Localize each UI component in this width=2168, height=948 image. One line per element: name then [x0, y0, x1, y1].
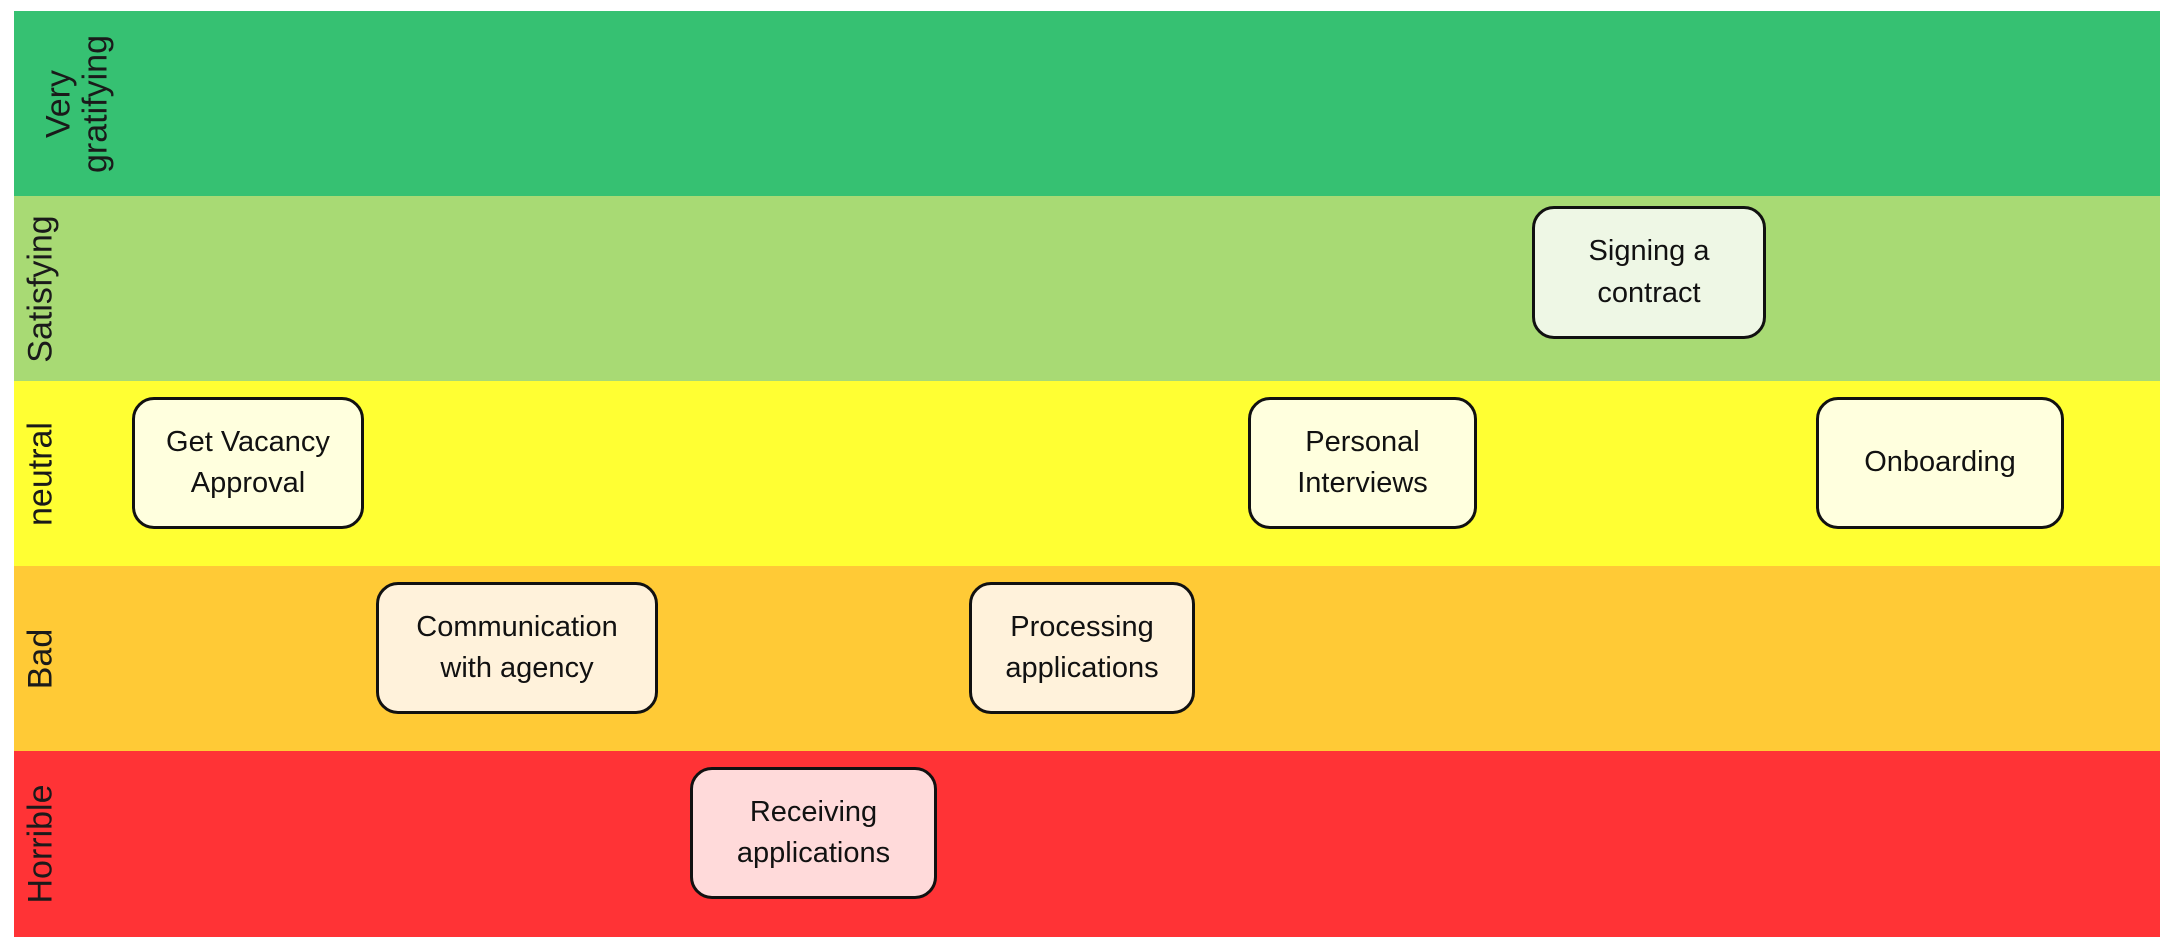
stage-communication-with-agency: Communication with agency: [376, 582, 658, 714]
stage-processing-applications: Processing applications: [969, 582, 1195, 714]
band-horrible: Horrible: [14, 751, 2160, 937]
stage-signing-a-contract: Signing a contract: [1532, 206, 1766, 339]
band-very-gratifying: Very gratifying: [14, 11, 2160, 196]
band-label: Horrible: [21, 784, 60, 904]
stage-onboarding: Onboarding: [1816, 397, 2064, 529]
band-label: Bad: [21, 628, 60, 689]
band-label: Satisfying: [21, 214, 60, 363]
stage-personal-interviews: Personal Interviews: [1248, 397, 1477, 529]
stage-receiving-applications: Receiving applications: [690, 767, 937, 899]
band-satisfying: Satisfying: [14, 196, 2160, 381]
band-label: Very gratifying: [39, 34, 114, 173]
band-neutral: neutral: [14, 381, 2160, 566]
stage-get-vacancy-approval: Get Vacancy Approval: [132, 397, 364, 529]
band-label: neutral: [21, 421, 60, 526]
